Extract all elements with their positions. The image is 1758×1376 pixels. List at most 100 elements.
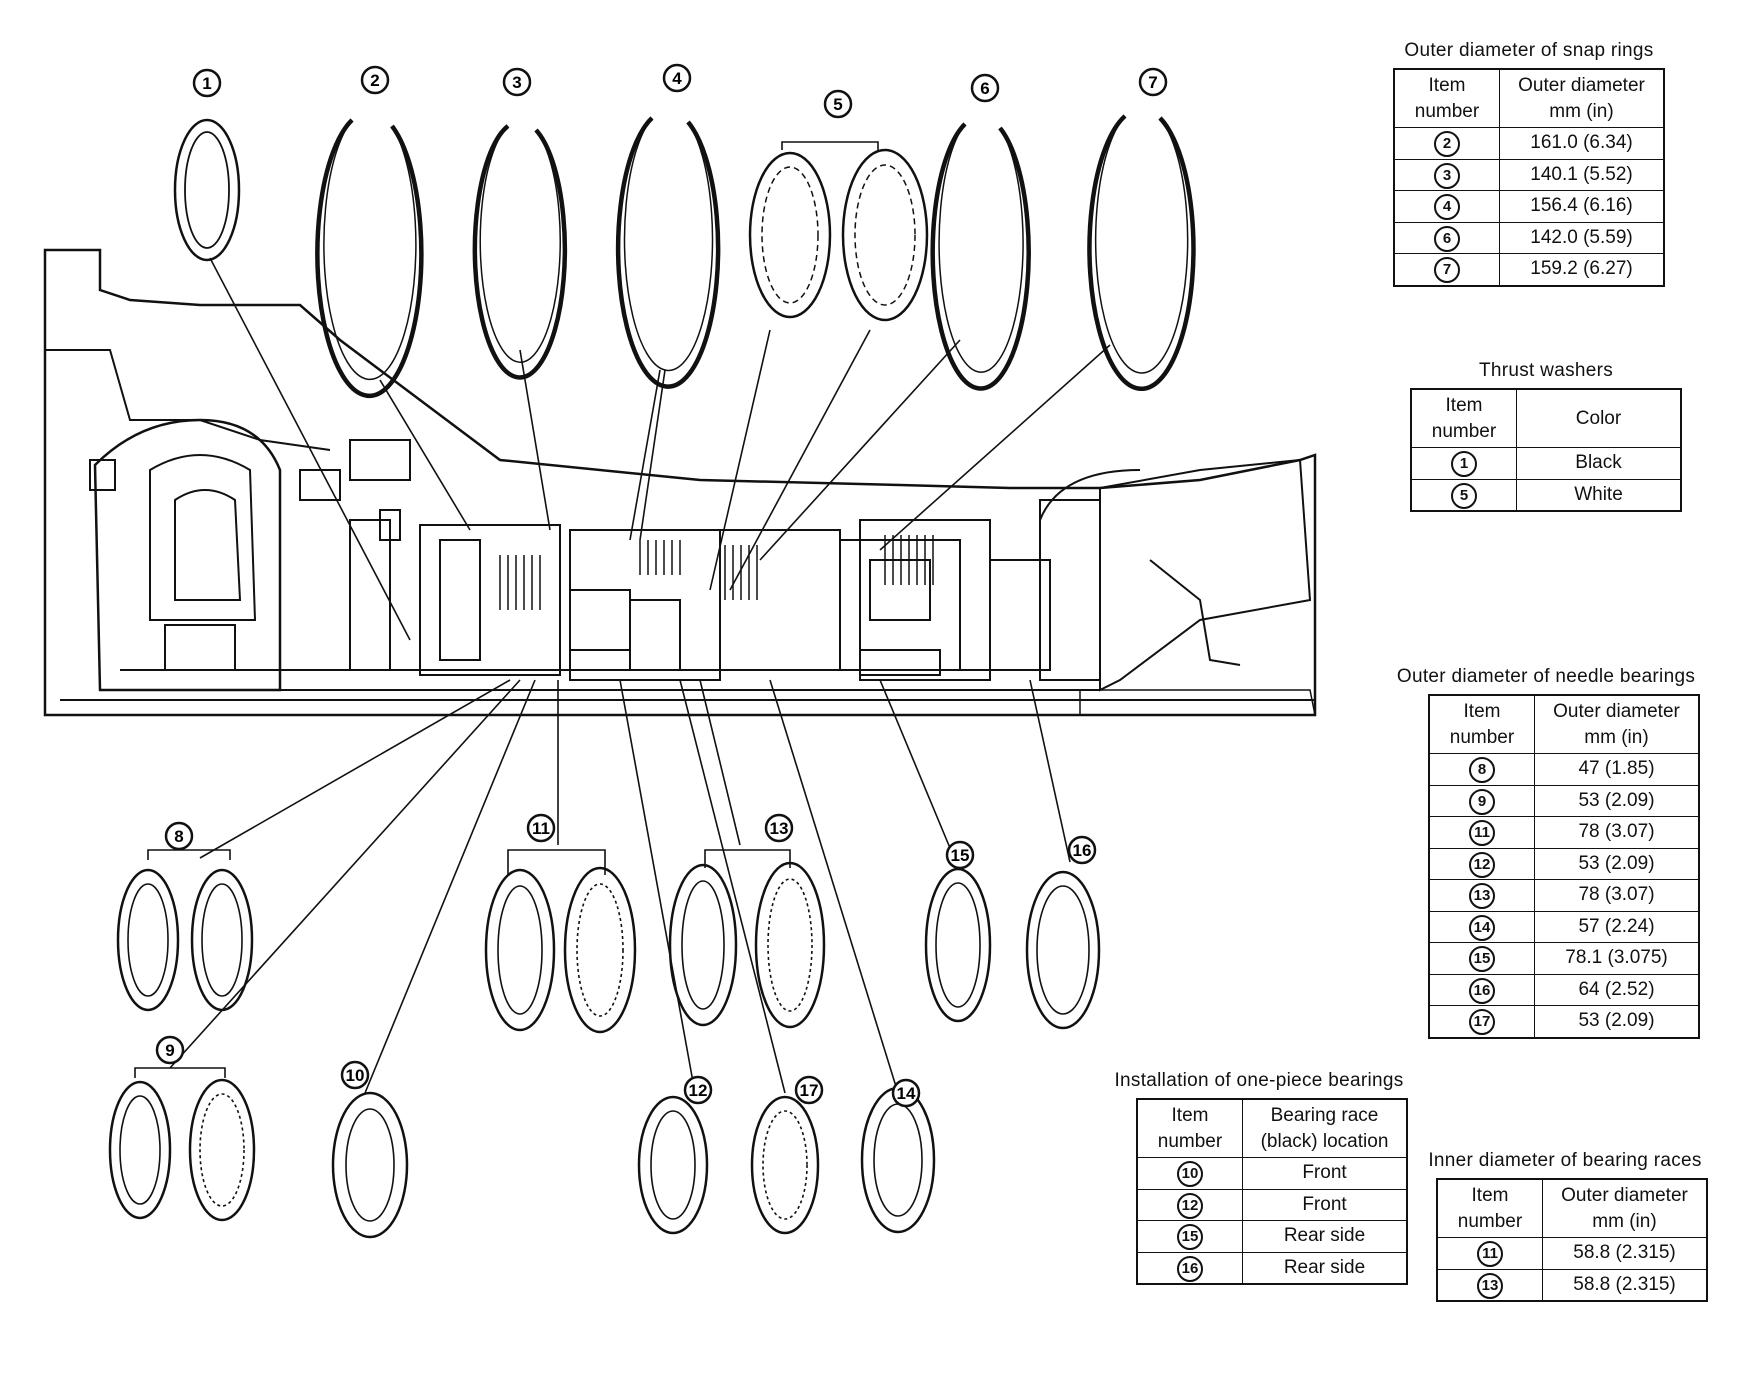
value-cell: Black bbox=[1516, 447, 1682, 480]
item-number-badge: 2 bbox=[1434, 131, 1460, 158]
callout-10: 10 bbox=[340, 1060, 370, 1090]
part-9-bearing-a bbox=[108, 1080, 172, 1220]
value-cell: 58.8 (2.315) bbox=[1542, 1268, 1708, 1302]
table-header-cell: Item number bbox=[1393, 68, 1500, 129]
item-number-badge: 3 bbox=[1434, 162, 1460, 189]
table-row: 13 58.8 (2.315) bbox=[1436, 1268, 1708, 1302]
item-number-badge: 9 bbox=[1469, 788, 1495, 815]
item-number-cell: 13 bbox=[1428, 879, 1535, 912]
item-number-badge: 1 bbox=[1451, 451, 1477, 478]
callout-1: 1 bbox=[192, 68, 222, 98]
value-cell: Rear side bbox=[1242, 1251, 1408, 1285]
callout-circle bbox=[526, 813, 556, 843]
callout-number: 3 bbox=[512, 73, 521, 92]
value-cell: 140.1 (5.52) bbox=[1499, 158, 1665, 192]
item-number-badge: 17 bbox=[1469, 1009, 1495, 1036]
one-piece-bearings-table-block: Installation of one-piece bearings Item … bbox=[1110, 1070, 1408, 1286]
table-header-cell: Outer diameter mm (in) bbox=[1534, 694, 1700, 755]
callout-number: 16 bbox=[1073, 841, 1092, 860]
snap-rings-table-block: Outer diameter of snap rings Item number… bbox=[1393, 40, 1665, 287]
value-cell: 58.8 (2.315) bbox=[1542, 1237, 1708, 1270]
table-header-cell: Item number bbox=[1436, 1178, 1543, 1239]
item-number-cell: 15 bbox=[1136, 1220, 1243, 1253]
part-5-thrust-washer-a bbox=[748, 151, 832, 319]
value-cell: 142.0 (5.59) bbox=[1499, 221, 1665, 255]
item-number-cell: 17 bbox=[1428, 1005, 1535, 1039]
item-number-cell: 6 bbox=[1393, 221, 1500, 255]
value-cell: 78 (3.07) bbox=[1534, 816, 1700, 849]
part-1-thrust-washer bbox=[173, 118, 241, 262]
needle-bearings-table-title: Outer diameter of needle bearings bbox=[1396, 666, 1696, 687]
part-11-race bbox=[484, 868, 556, 1032]
item-number-badge: 11 bbox=[1477, 1241, 1503, 1268]
table-row: 4 156.4 (6.16) bbox=[1393, 190, 1665, 223]
part-8-bearing-b bbox=[190, 868, 254, 1012]
part-11-bearing bbox=[563, 866, 637, 1034]
callout-number: 7 bbox=[1148, 73, 1157, 92]
table-header-cell: Outer diameter mm (in) bbox=[1499, 68, 1665, 129]
part-8-bearing-a bbox=[116, 868, 180, 1012]
callout-circle bbox=[891, 1078, 921, 1108]
part-2-snap-ring bbox=[315, 118, 424, 399]
item-number-cell: 1 bbox=[1410, 447, 1517, 480]
table-row: 1 Black bbox=[1410, 447, 1682, 480]
callout-circle bbox=[823, 89, 853, 119]
table-row: 11 58.8 (2.315) bbox=[1436, 1237, 1708, 1270]
part-4-snap-ring bbox=[615, 116, 721, 389]
item-number-cell: 12 bbox=[1428, 847, 1535, 881]
value-cell: 161.0 (6.34) bbox=[1499, 127, 1665, 160]
callout-circle bbox=[970, 73, 1000, 103]
item-number-badge: 4 bbox=[1434, 194, 1460, 221]
value-cell: 78.1 (3.075) bbox=[1534, 942, 1700, 975]
needle-bearings-table-block: Outer diameter of needle bearings Item n… bbox=[1392, 666, 1700, 1039]
item-number-cell: 4 bbox=[1393, 190, 1500, 223]
callout-circle bbox=[502, 67, 532, 97]
item-number-badge: 14 bbox=[1469, 914, 1495, 941]
callout-9: 9 bbox=[155, 1035, 185, 1065]
callout-number: 10 bbox=[346, 1066, 365, 1085]
item-number-cell: 7 bbox=[1393, 253, 1500, 287]
item-number-badge: 8 bbox=[1469, 757, 1495, 784]
item-number-badge: 11 bbox=[1469, 820, 1495, 847]
table-header-cell: Bearing race (black) location bbox=[1242, 1098, 1408, 1159]
table-header-cell: Item number bbox=[1428, 694, 1535, 755]
part-10-bearing bbox=[331, 1091, 409, 1239]
part-16-bearing bbox=[1025, 870, 1101, 1030]
callout-circle bbox=[1138, 67, 1168, 97]
part-13-race bbox=[668, 863, 738, 1027]
callout-number: 12 bbox=[689, 1081, 708, 1100]
table-header-cell: Item number bbox=[1136, 1098, 1243, 1159]
table-row: 16 Rear side bbox=[1136, 1251, 1408, 1285]
upper-parts bbox=[173, 114, 1196, 399]
callout-number: 9 bbox=[165, 1041, 174, 1060]
item-number-cell: 5 bbox=[1410, 478, 1517, 512]
part-9-bearing-b bbox=[188, 1078, 256, 1222]
item-number-badge: 12 bbox=[1469, 851, 1495, 878]
value-cell: 156.4 (6.16) bbox=[1499, 190, 1665, 223]
item-number-cell: 10 bbox=[1136, 1157, 1243, 1190]
callout-number: 15 bbox=[951, 846, 970, 865]
item-number-badge: 16 bbox=[1177, 1255, 1203, 1282]
item-number-badge: 6 bbox=[1434, 225, 1460, 252]
part-7-snap-ring bbox=[1087, 114, 1196, 392]
part-14-bearing bbox=[860, 1086, 936, 1234]
item-number-cell: 13 bbox=[1436, 1268, 1543, 1302]
item-number-badge: 13 bbox=[1477, 1272, 1503, 1299]
leader-lines bbox=[169, 257, 1111, 1094]
callout-circle bbox=[945, 840, 975, 870]
